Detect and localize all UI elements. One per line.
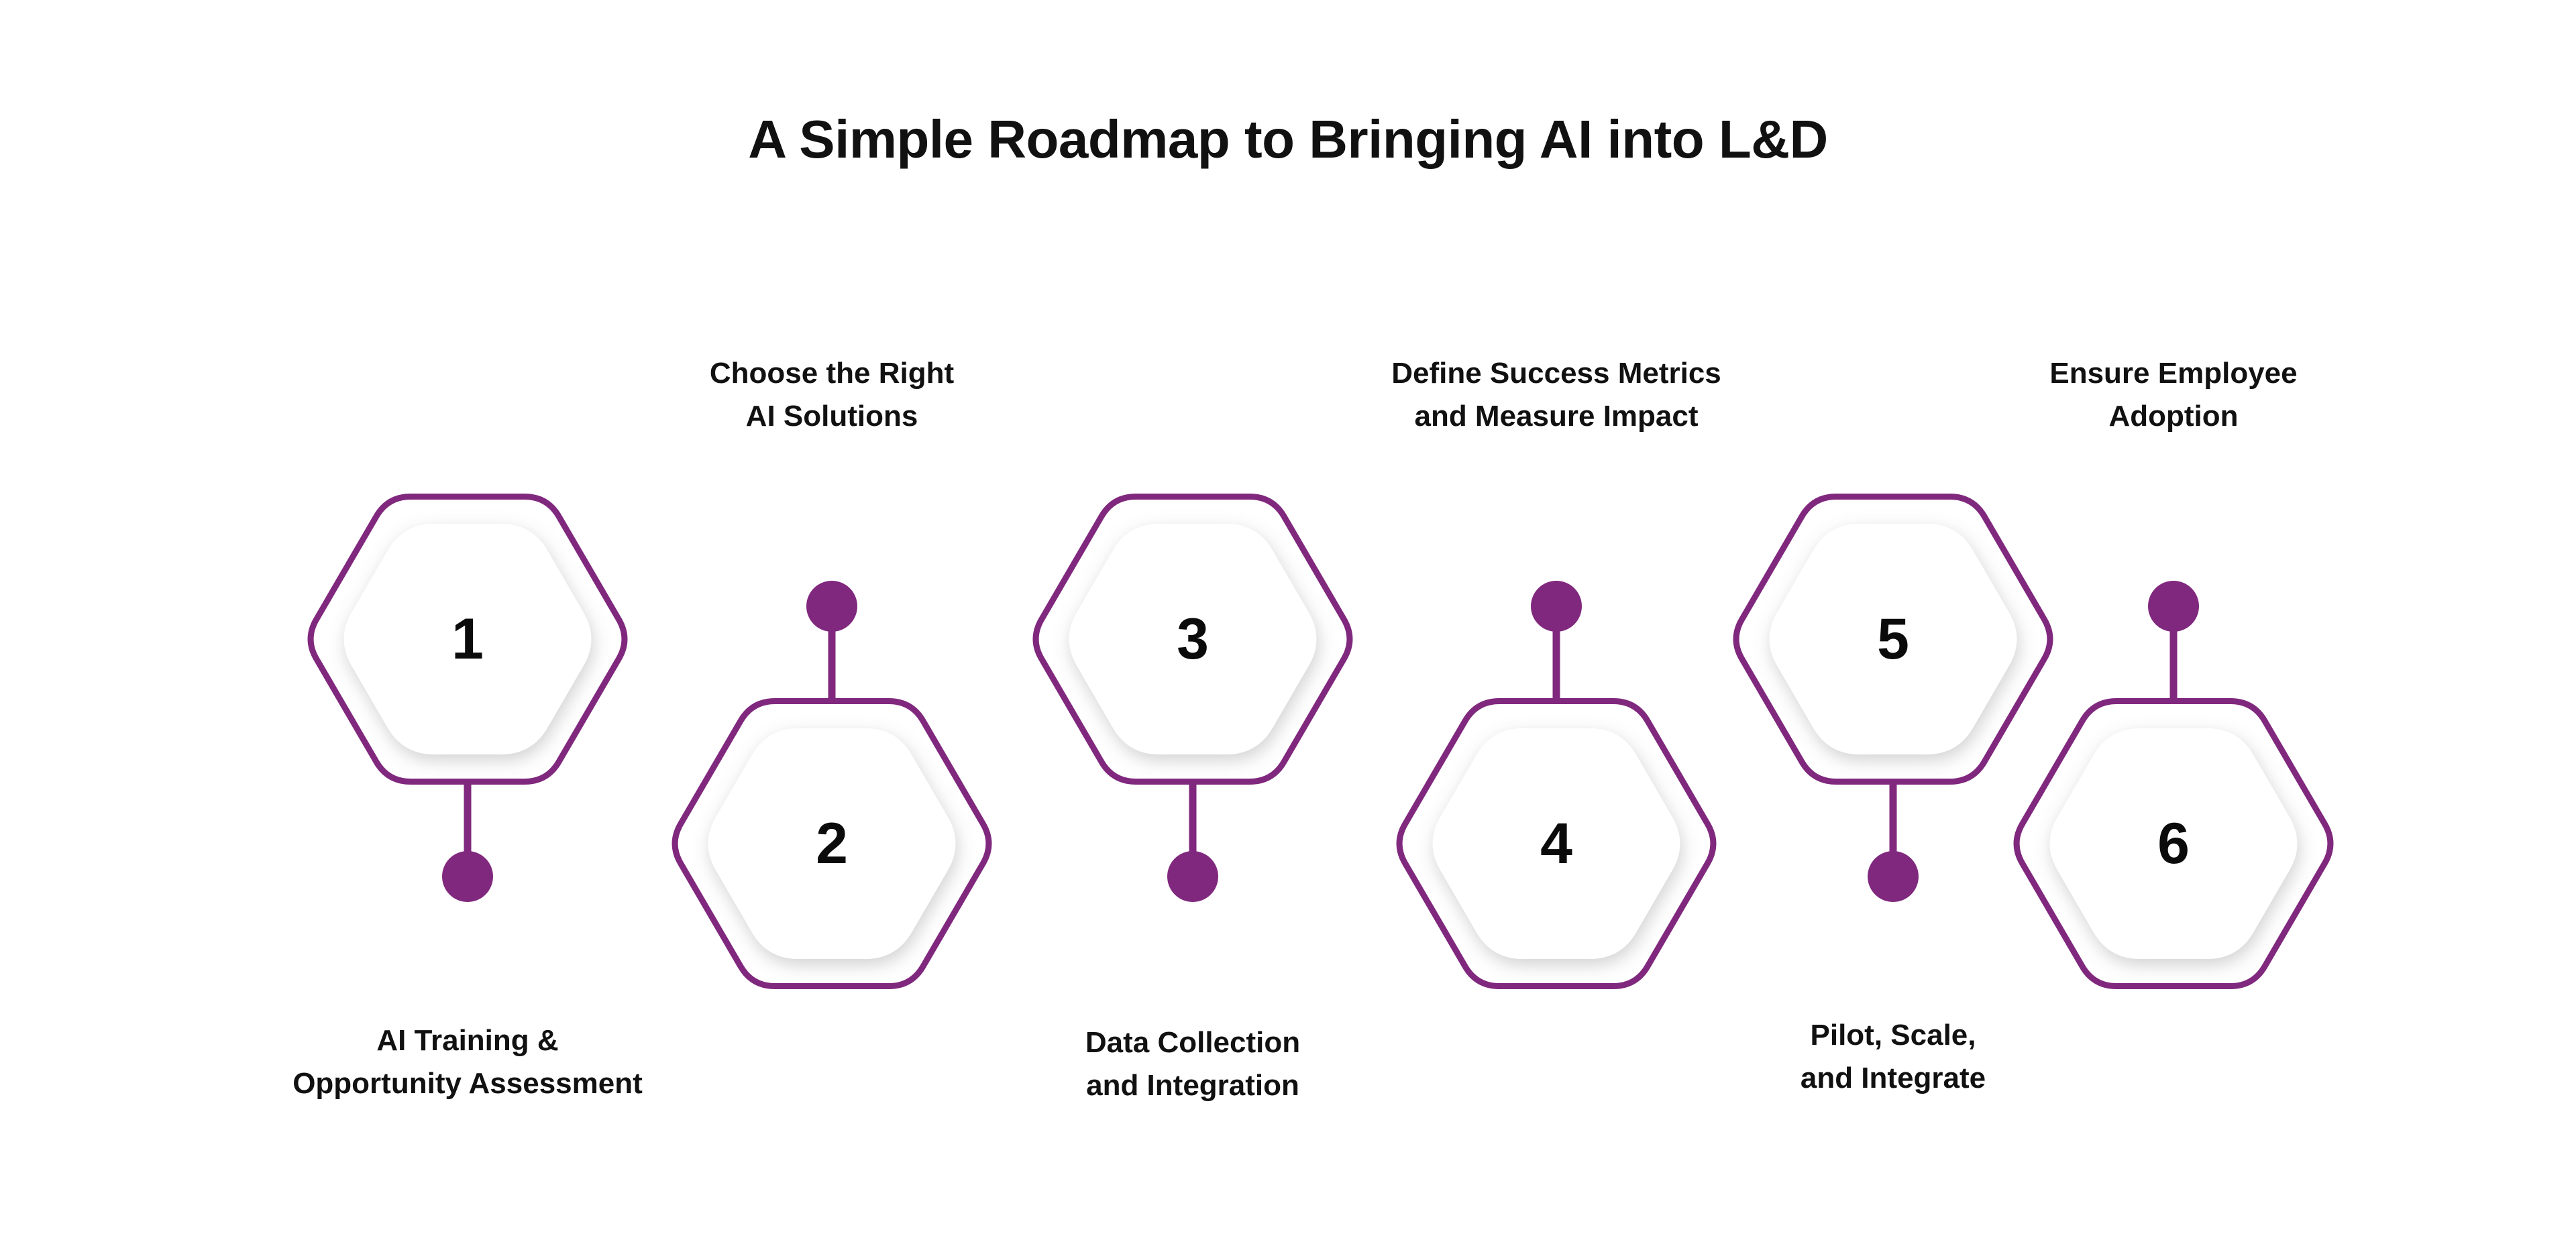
hexagon-inner-plate-2 bbox=[708, 728, 956, 959]
hexagon-1[interactable]: 1 bbox=[301, 493, 634, 785]
hexagon-border-5 bbox=[1733, 494, 2053, 785]
connector-stem-5 bbox=[1889, 781, 1897, 856]
connector-dot-4 bbox=[1531, 581, 1582, 632]
connector-stem-1 bbox=[464, 781, 472, 856]
connector-stem-3 bbox=[1189, 781, 1197, 856]
hexagon-4[interactable]: 4 bbox=[1390, 697, 1723, 990]
step-label-1: AI Training & Opportunity Assessment bbox=[213, 1019, 722, 1105]
step-label-line1-6: Ensure Employee bbox=[2049, 357, 2298, 390]
hexagon-3[interactable]: 3 bbox=[1026, 493, 1359, 785]
hexagon-inner-plate-5 bbox=[1769, 524, 2017, 754]
connector-stem-2 bbox=[828, 626, 836, 701]
connector-dot-6 bbox=[2148, 581, 2199, 632]
hexagon-border-2 bbox=[672, 698, 992, 989]
hexagon-outline-5 bbox=[1733, 494, 2053, 785]
hexagon-inner-plate-1 bbox=[343, 524, 592, 754]
hexagon-outline-4 bbox=[1396, 698, 1717, 989]
connector-dot-2 bbox=[806, 581, 857, 632]
hexagon-outline-1 bbox=[307, 494, 628, 785]
step-label-4: Define Success Metrics and Measure Impact bbox=[1301, 352, 1811, 438]
step-label-3: Data Collection and Integration bbox=[938, 1021, 1448, 1107]
step-label-line1-1: AI Training & bbox=[376, 1024, 559, 1057]
connector-dot-5 bbox=[1868, 851, 1919, 902]
step-label-line1-5: Pilot, Scale, bbox=[1810, 1019, 1976, 1052]
hexagon-inner-plate-3 bbox=[1069, 524, 1317, 754]
connector-dot-1 bbox=[442, 851, 493, 902]
hexagon-outline-6 bbox=[2013, 698, 2334, 989]
hexagon-inner-plate-4 bbox=[1432, 728, 1680, 959]
step-label-line1-4: Define Success Metrics bbox=[1391, 357, 1721, 390]
hexagon-2[interactable]: 2 bbox=[665, 697, 998, 990]
connector-stem-6 bbox=[2169, 626, 2178, 701]
step-label-line2-6: Adoption bbox=[2108, 399, 2239, 433]
page-title: A Simple Roadmap to Bringing AI into L&D bbox=[748, 109, 1828, 169]
step-label-line2-2: AI Solutions bbox=[745, 399, 918, 433]
connector-stem-4 bbox=[1552, 626, 1560, 701]
step-label-line1-3: Data Collection bbox=[1085, 1026, 1301, 1059]
hexagon-border-6 bbox=[2013, 698, 2334, 989]
step-label-5: Pilot, Scale, and Integrate bbox=[1638, 1014, 2148, 1100]
hexagon-outline-2 bbox=[672, 698, 992, 989]
hexagon-border-3 bbox=[1032, 494, 1353, 785]
hexagon-6[interactable]: 6 bbox=[2007, 697, 2340, 990]
step-label-2: Choose the Right AI Solutions bbox=[577, 352, 1087, 438]
step-label-line2-1: Opportunity Assessment bbox=[292, 1066, 643, 1100]
hexagon-outline-3 bbox=[1032, 494, 1353, 785]
step-label-line2-3: and Integration bbox=[1086, 1068, 1299, 1102]
hexagon-border-4 bbox=[1396, 698, 1717, 989]
step-label-line2-4: and Measure Impact bbox=[1414, 399, 1699, 433]
connector-dot-3 bbox=[1167, 851, 1218, 902]
step-label-line1-2: Choose the Right bbox=[709, 357, 955, 390]
step-label-line2-5: and Integrate bbox=[1800, 1061, 1986, 1094]
hexagon-border-1 bbox=[307, 494, 628, 785]
hexagon-inner-plate-6 bbox=[2049, 728, 2298, 959]
